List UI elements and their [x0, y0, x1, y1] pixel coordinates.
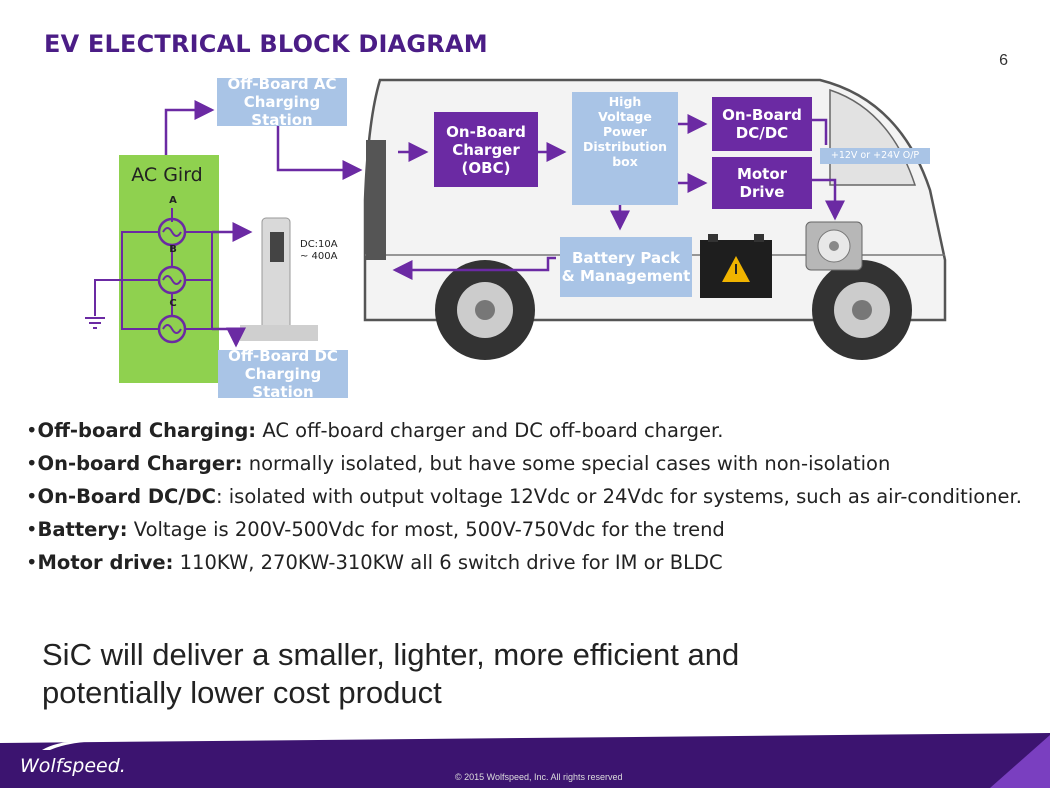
tagline: SiC will deliver a smaller, lighter, mor…: [42, 637, 740, 710]
arrow-dcdc-output: [812, 118, 828, 145]
bullet-head: Off-board Charging:: [37, 419, 257, 442]
charging-station-icon: [240, 217, 318, 341]
bullet-item: •Motor drive: 110KW, 270KW-310KW all 6 s…: [26, 551, 723, 574]
battery-icon: [700, 234, 772, 298]
bullet-item: •On-Board DC/DC: isolated with output vo…: [26, 485, 1022, 508]
wolfspeed-logo-mark-icon: [42, 741, 84, 750]
bullet-item: •Battery: Voltage is 200V-500Vdc for mos…: [26, 518, 725, 541]
battery-pack-box: Battery Pack & Management: [560, 237, 692, 297]
bullet-head: On-board Charger:: [37, 452, 243, 475]
arrow-battery-to-van: [392, 256, 556, 280]
phase-label-b: B: [169, 244, 177, 255]
phase-label-a: A: [169, 195, 177, 206]
arrow-grid-to-dc-station: [212, 327, 246, 348]
bullet-text: AC off-board charger and DC off-board ch…: [256, 419, 724, 442]
bullet-text: : isolated with output voltage 12Vdc or …: [215, 485, 1022, 508]
dc-current-note: DC:10A ~ 400A: [300, 239, 338, 262]
bullet-item: •Off-board Charging: AC off-board charge…: [26, 419, 724, 442]
phase-label-c: C: [169, 298, 177, 309]
offboard-ac-station-box: Off-Board AC Charging Station: [217, 75, 347, 129]
bullet-text: normally isolated, but have some special…: [242, 452, 891, 475]
onboard-charger-box: On-Board Charger (OBC): [434, 112, 538, 187]
ac-grid-wiring: [94, 231, 213, 330]
hv-distribution-box: High Voltage Power Distribution box: [572, 92, 678, 205]
arrow-grid-to-ac-station: [164, 100, 215, 155]
bullet-head: On-Board DC/DC: [37, 485, 216, 508]
onboard-dcdc-box: On-Board DC/DC: [712, 97, 812, 151]
ground-icon: [85, 317, 105, 329]
arrow-ac-station-to-van: [276, 126, 363, 180]
motor-icon: [805, 221, 863, 271]
footer-band: [0, 733, 1050, 788]
arrow-motor-to-motor: [812, 178, 845, 221]
dcdc-output-label: +12V or +24V O/P: [820, 148, 930, 164]
copyright-text: © 2015 Wolfspeed, Inc. All rights reserv…: [455, 772, 623, 782]
page-number: 6: [999, 52, 1008, 69]
page-title: EV ELECTRICAL BLOCK DIAGRAM: [44, 30, 488, 58]
offboard-dc-station-box: Off-Board DC Charging Station: [218, 347, 348, 401]
bullet-head: Motor drive:: [37, 551, 174, 574]
motor-drive-box: Motor Drive: [712, 157, 812, 209]
bullet-text: Voltage is 200V-500Vdc for most, 500V-75…: [127, 518, 725, 541]
bullet-item: •On-board Charger: normally isolated, bu…: [26, 452, 891, 475]
ac-grid-label: AC Gird: [131, 163, 203, 186]
bullet-list: •Off-board Charging: AC off-board charge…: [26, 414, 1042, 579]
bullet-text: 110KW, 270KW-310KW all 6 switch drive fo…: [173, 551, 723, 574]
ac-grid-box: [119, 155, 219, 383]
bullet-head: Battery:: [37, 518, 128, 541]
wolfspeed-logo: Wolfspeed.: [20, 755, 126, 777]
